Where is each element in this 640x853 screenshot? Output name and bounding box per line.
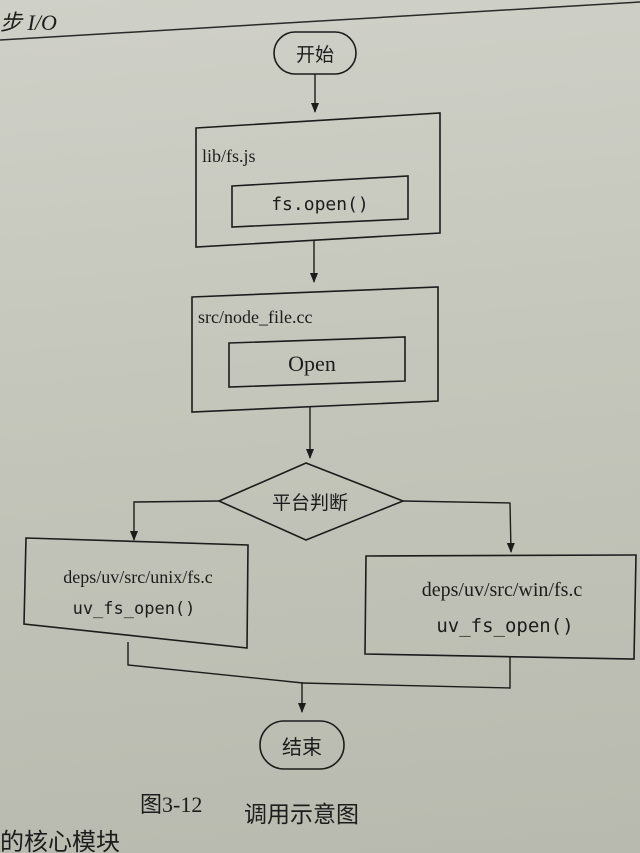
node-file-box: src/node_file.cc Open	[191, 286, 439, 413]
fs-open-inner-box	[231, 175, 409, 228]
unix-func-text: uv_fs_open()	[73, 599, 196, 619]
decision-label: 平台判断	[272, 492, 348, 514]
lib-fs-label: lib/fs.js	[202, 146, 256, 166]
merge-line-unix	[127, 642, 304, 684]
platform-decision: 平台判断	[217, 462, 406, 541]
start-node: 开始	[273, 31, 357, 75]
unix-fs-box: deps/uv/src/unix/fs.c uv_fs_open()	[23, 537, 249, 649]
header-rule	[0, 1, 640, 41]
caption-number: 图3-12	[140, 792, 202, 817]
win-fs-box: deps/uv/src/win/fs.c uv_fs_open()	[364, 554, 637, 660]
unix-path-text: deps/uv/src/unix/fs.c	[63, 567, 212, 587]
arrow-decision-to-unix	[130, 500, 220, 541]
merge-line-win	[301, 657, 511, 689]
end-node: 结束	[259, 720, 345, 770]
caption-title: 调用示意图	[244, 802, 359, 828]
footer-text: 的核心模块	[0, 828, 120, 853]
node-file-label: src/node_file.cc	[198, 307, 312, 327]
arrow-decision-to-win	[402, 500, 515, 553]
lib-fs-box: lib/fs.js fs.open()	[195, 112, 441, 248]
win-path-text: deps/uv/src/win/fs.c	[422, 579, 583, 601]
start-label: 开始	[296, 44, 334, 66]
header-text: 步 I/O	[0, 10, 57, 35]
fs-open-text: fs.open()	[271, 194, 369, 215]
open-inner-box	[228, 336, 406, 388]
open-text: Open	[288, 351, 336, 376]
win-func-text: uv_fs_open()	[436, 615, 573, 637]
end-label: 结束	[282, 735, 322, 759]
